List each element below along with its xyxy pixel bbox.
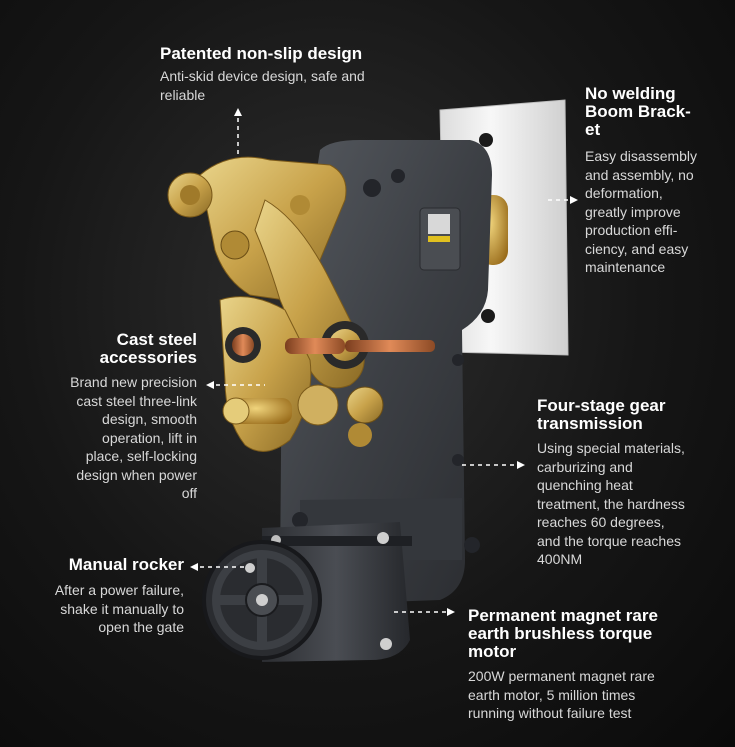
cast-steel-description: Brand new precision cast steel three-lin… [70,374,197,501]
bracket-description: Easy disassembly and assembly, no deform… [585,148,698,275]
callout-bracket: No welding Boom Brack- et Easy disassemb… [585,85,730,277]
callout-nonslip: Patented non-slip design Anti-skid devic… [160,45,420,104]
motor-title: Permanent magnet rare earth brushless to… [468,606,658,661]
callout-cast-steel: Cast steel accessories Brand new precisi… [20,331,197,503]
rocker-title: Manual rocker [68,555,184,574]
callout-motor: Permanent magnet rare earth brushless to… [468,607,730,723]
nonslip-title: Patented non-slip design [160,44,363,63]
gear-title: Four-stage gear transmission [537,396,666,433]
callout-rocker: Manual rocker After a power failure, sha… [20,556,184,637]
bracket-title: No welding Boom Brack- et [585,84,691,139]
cast-steel-title: Cast steel accessories [99,330,197,367]
gear-description: Using special materials, carburizing and… [537,440,685,567]
motor-description: 200W permanent magnet rare earth motor, … [468,668,655,721]
rocker-description: After a power failure, shake it manually… [54,582,184,635]
callout-gear: Four-stage gear transmission Using speci… [537,397,732,569]
nonslip-description: Anti-skid device design, safe and reliab… [160,68,365,103]
